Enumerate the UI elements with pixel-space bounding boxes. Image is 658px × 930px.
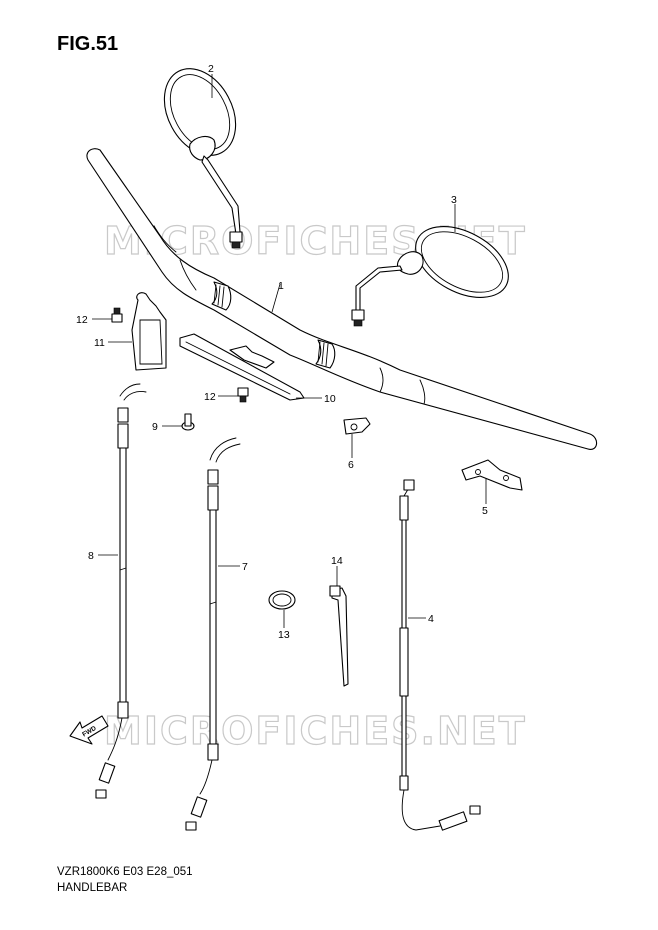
right-mirror-part[interactable] [351,212,520,327]
leader-lines [92,74,487,628]
watermark-bottom: MICROFICHES.NET [104,709,527,753]
callout-5: 5 [482,505,488,517]
callout-9: 9 [152,421,158,433]
callout-11: 11 [94,337,105,349]
callout-12-upper: 12 [76,314,88,326]
throttle-cable-part-7[interactable] [185,437,241,831]
o-ring-inner [272,593,292,607]
section-name: HANDLEBAR [57,882,128,894]
cable-bracket-part[interactable] [131,292,167,371]
holder-plate-part[interactable] [179,333,305,401]
handlebar-part[interactable] [86,148,598,450]
bolt-part-upper[interactable] [111,307,123,323]
callout-10: 10 [324,393,336,405]
cable-clamp-part[interactable] [343,417,371,435]
callout-4: 4 [428,613,434,625]
callout-2: 2 [208,63,214,75]
callout-1: 1 [278,280,284,292]
callout-3: 3 [451,194,457,206]
callout-8: 8 [88,550,94,562]
left-mirror-part[interactable] [150,56,250,249]
model-code: VZR1800K6 E03 E28_051 [57,866,193,878]
callout-6: 6 [348,459,354,471]
callout-13: 13 [278,629,290,641]
callout-12-lower: 12 [204,391,216,403]
callout-14: 14 [331,555,343,567]
figure-title: FIG.51 [57,33,119,55]
screw-part[interactable] [181,413,195,431]
callout-7: 7 [242,561,248,573]
throttle-cable-part-8[interactable] [95,383,147,799]
fwd-arrow: FWD [69,715,109,745]
cable-tie-part[interactable] [329,585,349,687]
bolt-part-lower[interactable] [237,387,249,403]
clutch-cable-part[interactable] [399,479,481,831]
mount-bracket-part[interactable] [461,459,523,491]
